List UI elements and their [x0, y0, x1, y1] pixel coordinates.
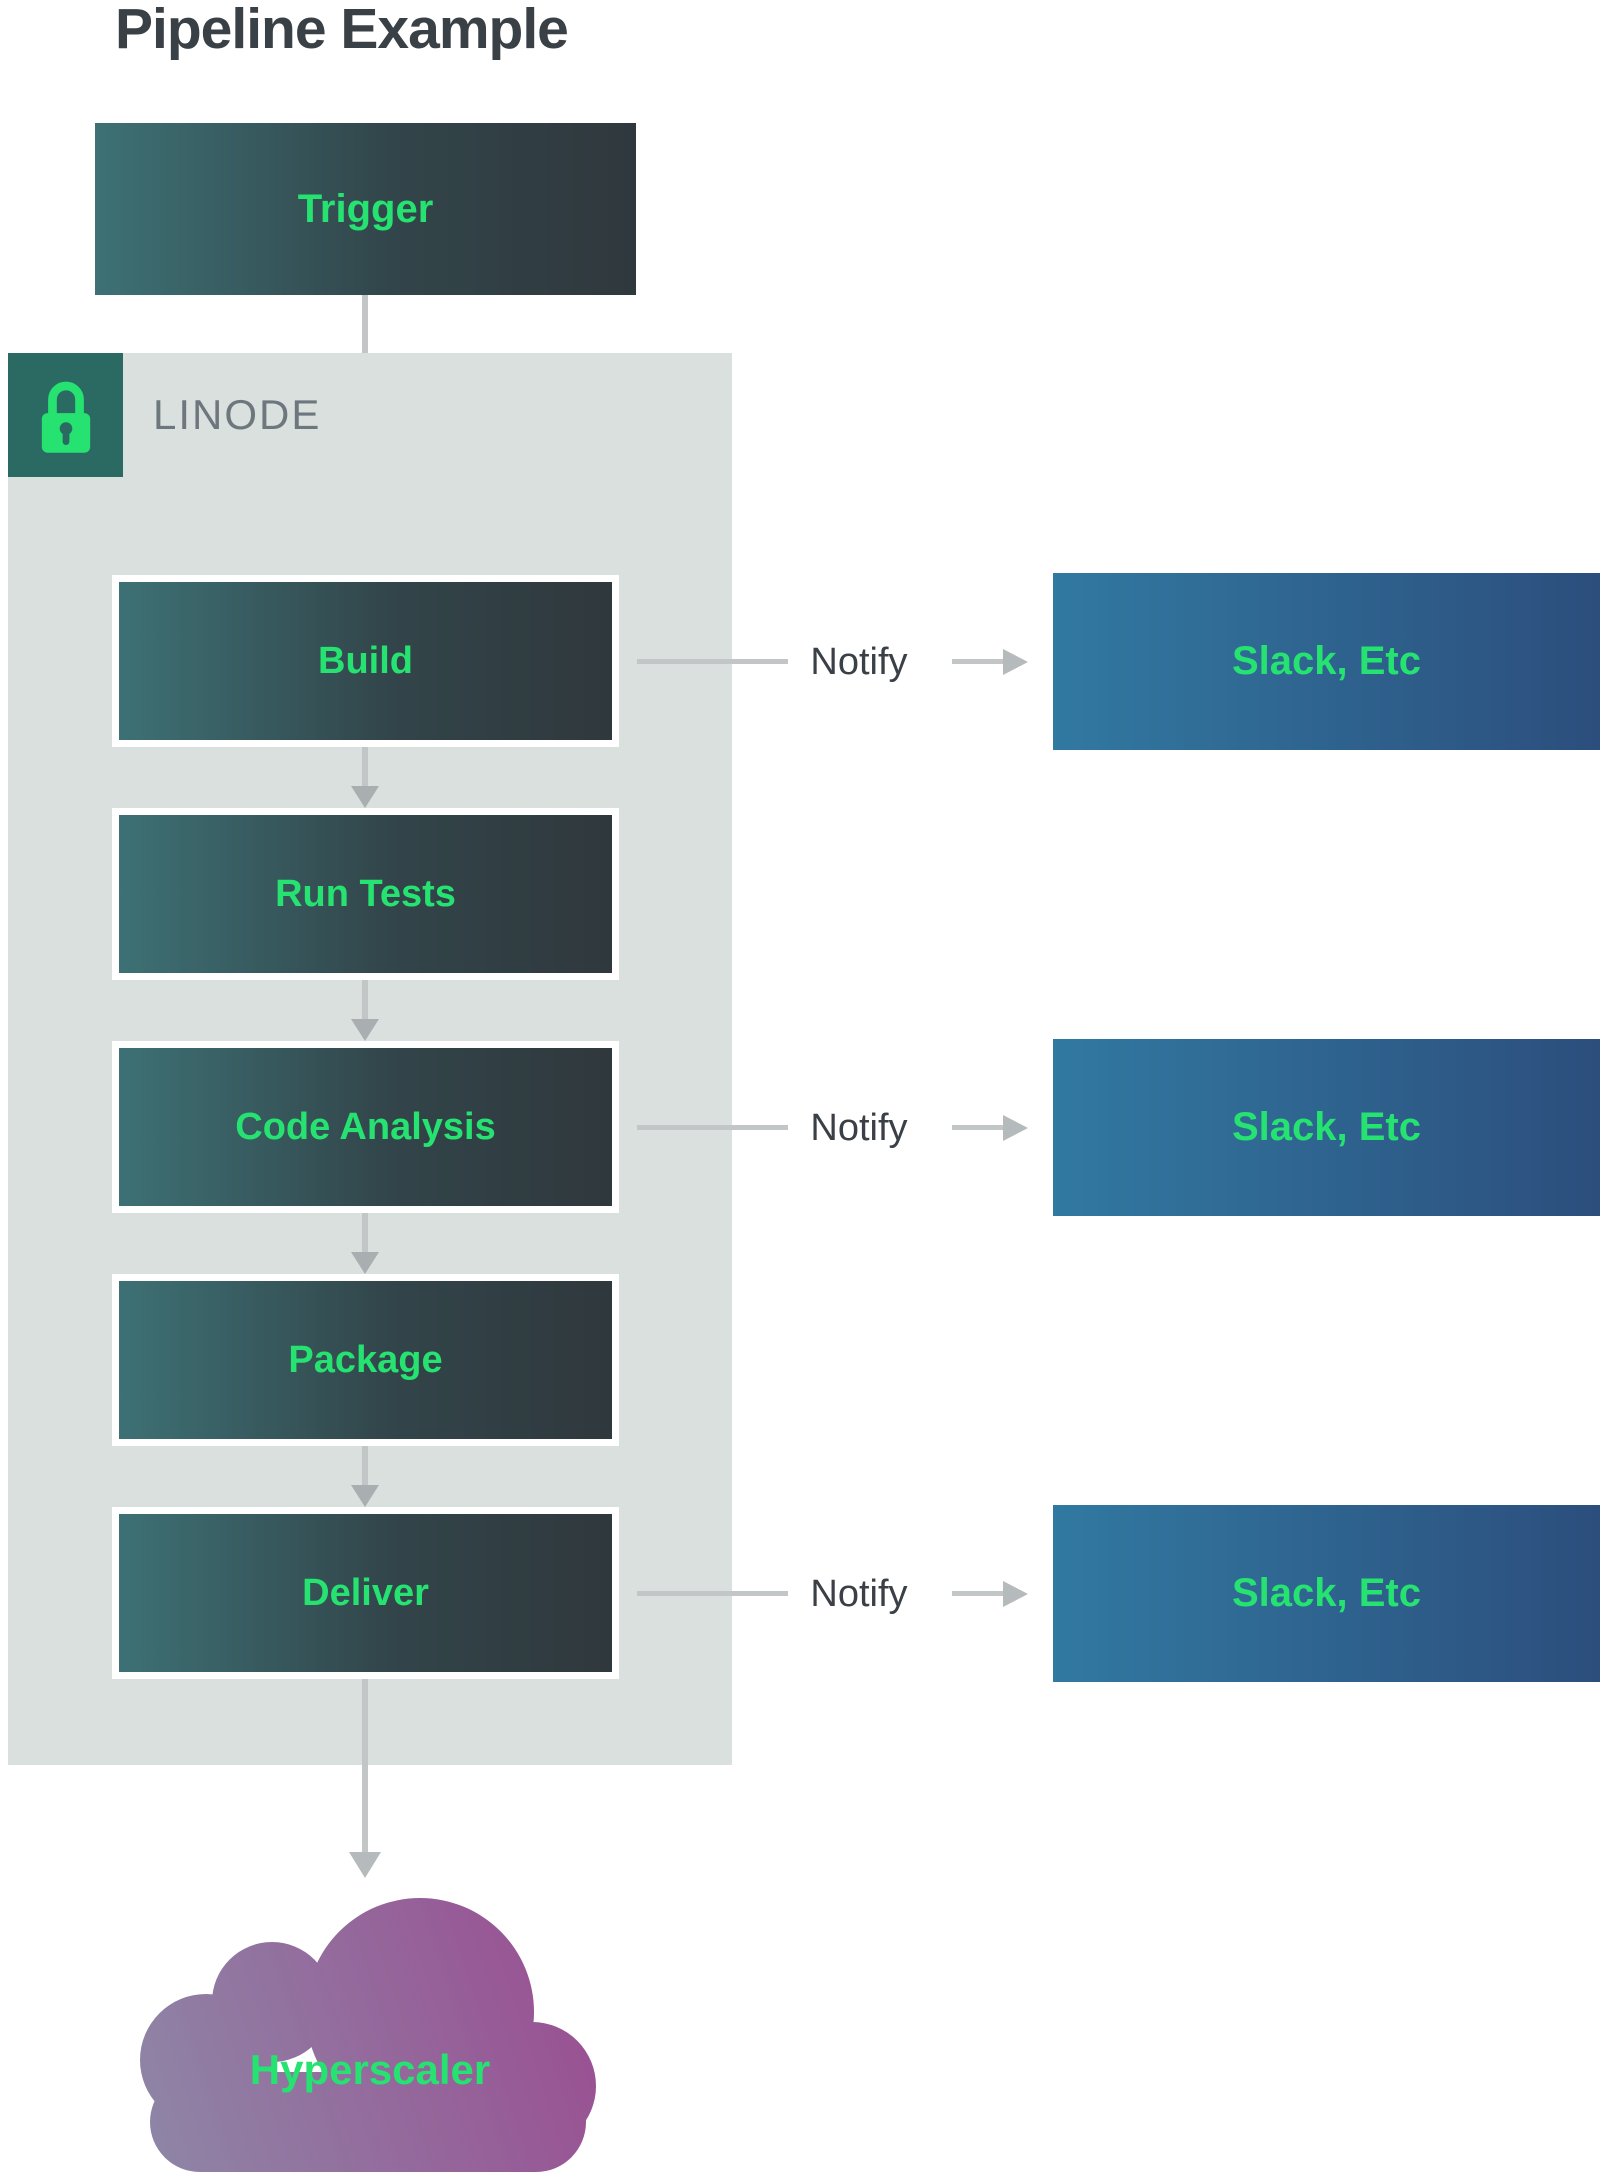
arrowhead-deliver-to-cloud — [349, 1852, 381, 1878]
notify-label-build: Notify — [810, 640, 908, 683]
arrowhead-run-tests-to-code-analysis — [351, 1019, 379, 1041]
hyperscaler-cloud — [140, 1898, 596, 2172]
hyperscaler-label: Hyperscaler — [249, 2046, 491, 2093]
stage-label: Package — [288, 1338, 443, 1381]
slack-label: Slack, Etc — [1231, 639, 1421, 683]
stage-node-build: Build — [112, 575, 619, 747]
slack-label: Slack, Etc — [1231, 1105, 1421, 1149]
arrow-deliver-to-cloud — [362, 1679, 368, 1854]
trigger-label: Trigger — [297, 186, 434, 231]
notify-arrow-build — [952, 659, 1004, 664]
arrow-run-tests-to-code-analysis — [362, 980, 368, 1020]
arrowhead-build-to-run-tests — [351, 786, 379, 808]
notify-arrowhead-deliver — [1003, 1581, 1028, 1607]
stage-label: Run Tests — [275, 872, 456, 915]
stage-label: Build — [318, 639, 413, 682]
arrowhead-code-analysis-to-package — [351, 1252, 379, 1274]
slack-label: Slack, Etc — [1231, 1571, 1421, 1615]
lock-badge — [8, 353, 123, 477]
slack-node-deliver: Slack, Etc — [1053, 1505, 1600, 1682]
slack-node-build: Slack, Etc — [1053, 573, 1600, 750]
arrow-package-to-deliver — [362, 1446, 368, 1486]
stage-node-run-tests: Run Tests — [112, 808, 619, 980]
linode-label: LINODE — [153, 391, 322, 438]
notify-line-build — [637, 659, 788, 664]
trigger-node: Trigger — [95, 123, 636, 295]
stage-node-deliver: Deliver — [112, 1507, 619, 1679]
stage-node-code-analysis: Code Analysis — [112, 1041, 619, 1213]
notify-arrowhead-code-analysis — [1003, 1115, 1028, 1141]
arrowhead-package-to-deliver — [351, 1485, 379, 1507]
notify-line-deliver — [637, 1591, 788, 1596]
notify-arrow-deliver — [952, 1591, 1004, 1596]
page-title: Pipeline Example — [115, 0, 569, 61]
stage-label: Deliver — [302, 1571, 429, 1614]
notify-arrowhead-build — [1003, 649, 1028, 675]
notify-line-code-analysis — [637, 1125, 788, 1130]
slack-node-code-analysis: Slack, Etc — [1053, 1039, 1600, 1216]
stage-label: Code Analysis — [235, 1105, 496, 1148]
notify-arrow-code-analysis — [952, 1125, 1004, 1130]
lock-icon — [41, 381, 90, 453]
arrow-code-analysis-to-package — [362, 1213, 368, 1253]
arrow-build-to-run-tests — [362, 747, 368, 787]
notify-label-deliver: Notify — [810, 1572, 908, 1615]
notify-label-code-analysis: Notify — [810, 1106, 908, 1149]
stage-node-package: Package — [112, 1274, 619, 1446]
